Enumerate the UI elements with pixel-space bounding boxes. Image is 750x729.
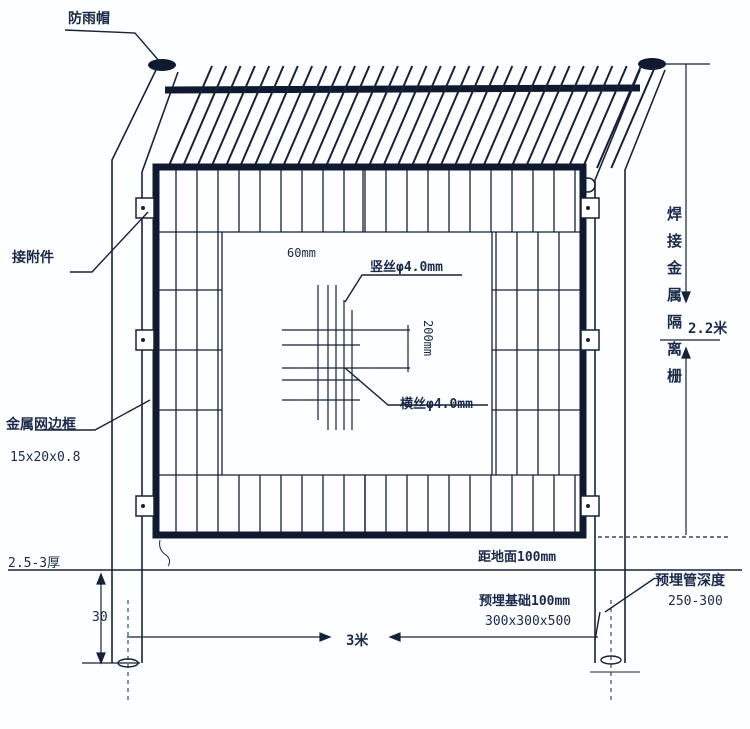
slant-bar xyxy=(167,65,213,169)
pipe-depth-label: 预埋管深度 xyxy=(655,573,725,589)
wire-detail xyxy=(282,285,410,430)
rain-cap-left xyxy=(148,59,176,71)
slant-bar xyxy=(453,65,499,169)
slant-bar xyxy=(567,65,614,169)
slant-bar xyxy=(395,65,442,169)
mesh-panel xyxy=(156,170,583,532)
connector-brackets xyxy=(135,197,600,517)
slant-bar xyxy=(438,65,485,169)
slant-bar xyxy=(596,65,642,169)
connector-label: 接附件 xyxy=(12,250,54,266)
slant-bar xyxy=(381,65,428,169)
frame-tail xyxy=(159,539,171,567)
slant-bar xyxy=(209,65,256,169)
leader-lines xyxy=(35,29,656,641)
foundation-size-label: 300x300x500 xyxy=(485,614,572,629)
center-lines xyxy=(127,600,612,700)
rain-cap-right xyxy=(638,58,666,70)
slant-bar xyxy=(410,65,457,169)
slant-bar xyxy=(424,65,471,169)
slant-bar xyxy=(281,65,328,169)
slant-bar xyxy=(495,65,542,169)
horizontal-wire-label: 横丝φ4.0mm xyxy=(400,397,473,412)
slant-bar xyxy=(324,65,371,169)
slant-bar xyxy=(510,65,557,169)
slant-bar xyxy=(267,65,314,169)
hinge-circle xyxy=(580,177,596,193)
slant-bar xyxy=(610,65,657,169)
slant-bar xyxy=(238,65,285,169)
pipe-depth-value: 250-300 xyxy=(668,594,723,609)
bracket-bolt xyxy=(586,206,590,210)
slant-bar xyxy=(181,65,228,169)
rain-cap-label: 防雨帽 xyxy=(68,11,110,27)
vertical-wire-label: 竖丝φ4.0mm xyxy=(370,260,443,275)
left-post xyxy=(111,69,179,663)
slant-bar xyxy=(481,65,528,169)
slant-bar xyxy=(224,65,271,169)
slant-bar xyxy=(524,65,571,169)
foundation-label: 预埋基础100mm xyxy=(479,594,571,609)
slant-bar xyxy=(195,65,242,169)
slant-bar xyxy=(310,65,356,169)
slant-bar xyxy=(581,65,628,169)
slant-bar xyxy=(467,65,514,169)
slant-bar xyxy=(295,65,342,169)
bracket-bolt xyxy=(141,504,145,508)
thickness-label: 2.5-3厚 xyxy=(8,556,61,571)
frame-size-label: 15x20x0.8 xyxy=(10,450,81,465)
bracket-bolt xyxy=(586,504,590,508)
height-dimension xyxy=(598,63,730,538)
spacing-h-label: 60mm xyxy=(287,246,316,260)
slant-bar xyxy=(553,65,600,169)
mesh-frame xyxy=(152,163,587,539)
slant-bar xyxy=(352,65,399,169)
spacing-v-label: 200mm xyxy=(421,320,435,357)
bracket-bolt xyxy=(141,338,145,342)
span-label: 3米 xyxy=(346,633,369,649)
bracket-bolt xyxy=(141,206,145,210)
fence-title-vertical: 焊接金属隔离栅 xyxy=(665,206,683,395)
slant-bar xyxy=(538,65,585,169)
ground-clearance-label: 距地面100mm xyxy=(478,550,557,565)
bracket-bolt xyxy=(586,338,590,342)
frame-name-label: 金属网边框 xyxy=(6,417,76,433)
height-label: 2.2米 xyxy=(688,321,728,337)
depth-dimension xyxy=(82,572,140,665)
span-dimension xyxy=(127,632,598,642)
slant-bar xyxy=(252,65,299,169)
depth-left-label: 30 xyxy=(92,610,108,625)
top-slants xyxy=(167,65,657,169)
slant-bar xyxy=(338,65,385,169)
slant-bar xyxy=(367,65,414,169)
